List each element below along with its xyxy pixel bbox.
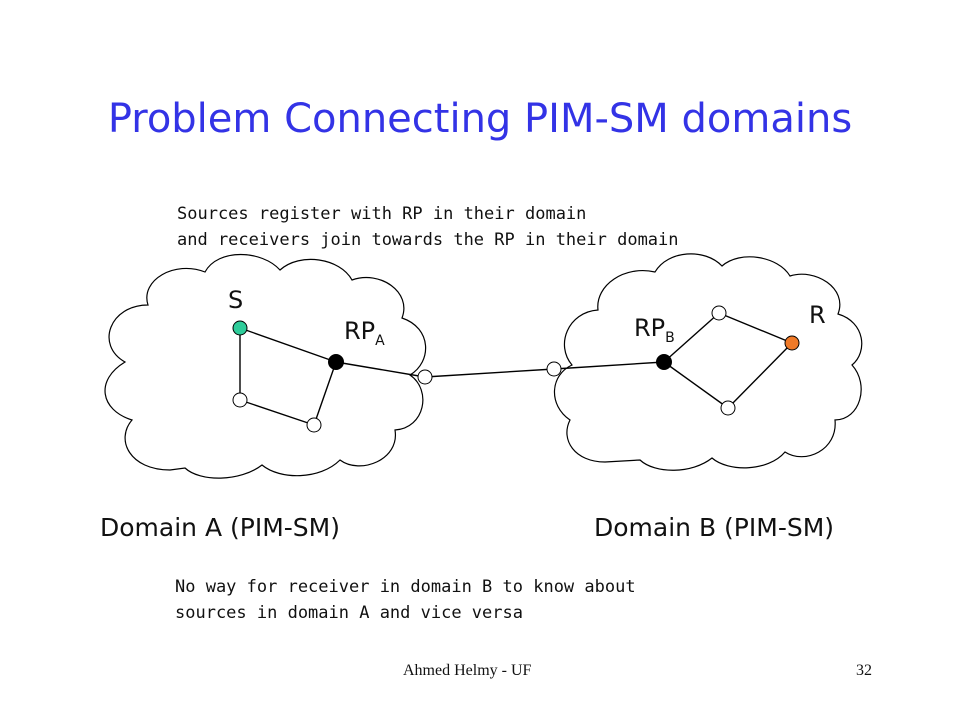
rp-a-label: RPA bbox=[344, 317, 385, 349]
source-label: S bbox=[228, 286, 244, 314]
rp-b-label: RPB bbox=[634, 314, 675, 346]
links bbox=[239, 312, 793, 426]
rp-b-label-sub: B bbox=[665, 330, 675, 346]
receiver-label: R bbox=[809, 301, 826, 329]
router-node-a2 bbox=[306, 417, 322, 433]
link-rpb-b2 bbox=[663, 361, 729, 409]
rp-a-label-sub: A bbox=[375, 333, 385, 349]
domain-b-cloud bbox=[553, 253, 863, 471]
rp-a-label-base: RP bbox=[344, 317, 376, 345]
link-border-a-border-b bbox=[424, 368, 555, 378]
note-top: Sources register with RP in their domain… bbox=[177, 201, 679, 253]
slide-number: 32 bbox=[856, 662, 872, 679]
link-s-rpa bbox=[239, 327, 337, 363]
slide-title: Problem Connecting PIM-SM domains bbox=[107, 96, 853, 142]
domain-a-cloud bbox=[104, 253, 427, 479]
router-node-b2 bbox=[720, 400, 736, 416]
note-bottom-line-2: sources in domain A and vice versa bbox=[175, 603, 523, 623]
rp-a-node bbox=[328, 354, 344, 370]
rp-b-node bbox=[656, 354, 672, 370]
border-router-b bbox=[546, 361, 562, 377]
link-border-b-rpb bbox=[553, 361, 665, 370]
rp-b-label-base: RP bbox=[634, 314, 666, 342]
border-router-a bbox=[417, 369, 433, 385]
link-a2-rpa bbox=[313, 361, 337, 426]
note-bottom-line-1: No way for receiver in domain B to know … bbox=[175, 577, 636, 597]
receiver-node bbox=[784, 335, 800, 351]
router-node-a1 bbox=[232, 392, 248, 408]
domain-a-label: Domain A (PIM-SM) bbox=[100, 513, 340, 542]
source-node bbox=[232, 320, 248, 336]
link-rpa-border-a bbox=[335, 361, 426, 378]
footer-author: Ahmed Helmy - UF bbox=[403, 662, 532, 679]
router-node-b1 bbox=[711, 305, 727, 321]
link-rpb-b1 bbox=[663, 312, 720, 363]
link-b2-r bbox=[727, 342, 793, 409]
note-bottom: No way for receiver in domain B to know … bbox=[175, 574, 636, 626]
domain-b-label: Domain B (PIM-SM) bbox=[594, 513, 835, 542]
note-top-line-1: Sources register with RP in their domain bbox=[177, 204, 587, 224]
note-top-line-2: and receivers join towards the RP in the… bbox=[177, 230, 679, 250]
link-a1-a2 bbox=[239, 399, 315, 426]
link-b1-r bbox=[718, 312, 793, 344]
